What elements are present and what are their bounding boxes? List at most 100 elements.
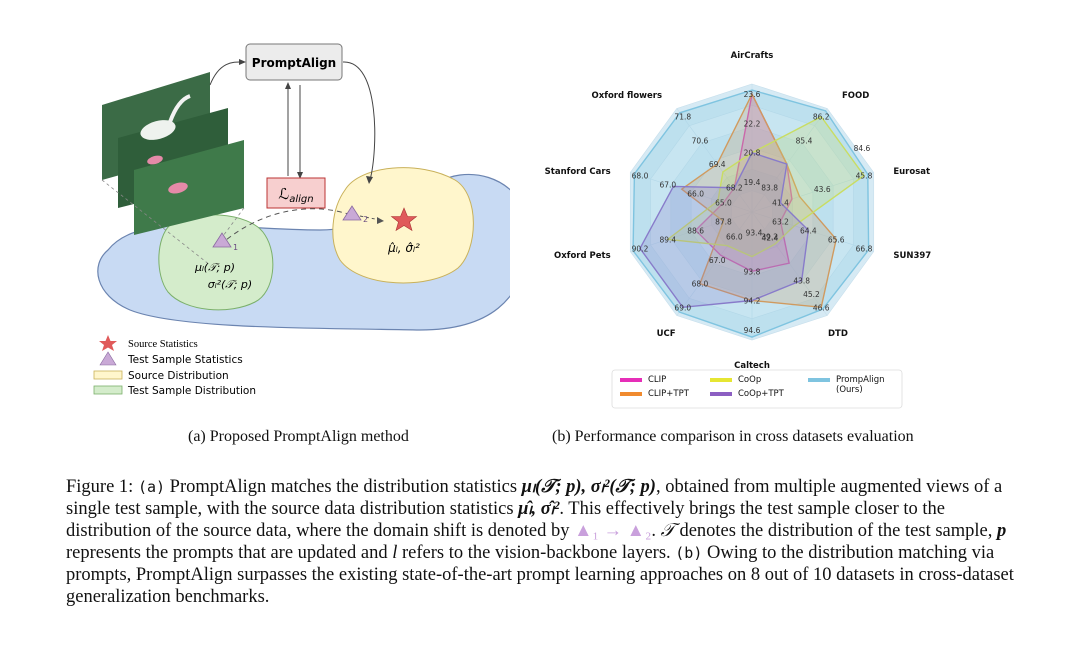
legend-label-test-stats: Test Sample Statistics [127, 354, 243, 366]
figure-label: Figure 1: [66, 477, 134, 497]
caption-seg5: denotes the distribution of the test sam… [674, 521, 997, 541]
radar-legend-swatch [620, 378, 642, 382]
radar-legend-label: PrompAlign [836, 375, 884, 385]
radar-series-prompalign [632, 89, 870, 338]
caption-seg8: Owing to the distribution matching via p… [66, 543, 1014, 607]
caption-shift: ▲₁ → ▲₂ [574, 521, 652, 541]
radar-tick-label: 66.0 [687, 190, 704, 199]
radar-tick-label: 65.6 [828, 235, 845, 244]
caption-math5: l [392, 543, 398, 563]
radar-legend-swatch [620, 392, 642, 396]
promptalign-box-label: PromptAlign [252, 56, 336, 70]
radar-tick-label: 67.0 [709, 256, 726, 265]
radar-tick-label: 87.8 [715, 217, 732, 226]
caption-seg1: PromptAlign matches the distribution sta… [165, 477, 522, 497]
radar-legend-label: (Ours) [836, 385, 863, 395]
caption-tag-a: (a) [137, 478, 166, 496]
caption-seg2: , obtained from multiple augmented views… [66, 477, 1003, 519]
radar-series-coop-tpt [639, 151, 810, 309]
radar-tick-label: 93.8 [744, 267, 761, 276]
radar-tick-label: 43.6 [814, 185, 831, 194]
figure-caption: Figure 1: (a) PromptAlign matches the di… [66, 476, 1016, 608]
radar-tick-label: 65.0 [715, 199, 732, 208]
test-stat-triangle-1 [212, 232, 232, 248]
radar-chart: 19.420.822.223.683.885.486.241.443.645.8… [545, 51, 931, 409]
radar-spoke [630, 211, 753, 252]
caption-math4: p [996, 521, 1007, 541]
radar-axis-label: Oxford Pets [554, 251, 611, 261]
test-stat-triangle-2 [342, 205, 362, 221]
radar-tick-label: 66.0 [726, 232, 743, 241]
radar-tick-label: 68.2 [726, 184, 743, 193]
radar-tick-label-extra: 42.4 [762, 234, 779, 243]
radar-axis-label: SUN397 [893, 251, 931, 261]
subcaption-b: (b) Performance comparison in cross data… [552, 428, 914, 445]
caption-tag-b: (b) [675, 544, 703, 562]
triangle-1-subscript: 1 [233, 243, 238, 252]
radar-tick-label: 20.8 [744, 149, 761, 158]
legend-label-test-dist: Test Sample Distribution [127, 385, 256, 397]
radar-axis-label: DTD [828, 329, 848, 339]
radar-tick-label-extra: 93.4 [746, 229, 763, 238]
radar-legend-swatch [808, 378, 830, 382]
radar-tick-label: 45.8 [856, 172, 873, 181]
radar-axis-label: Oxford flowers [592, 91, 663, 101]
domain-shift-path [219, 208, 349, 246]
green-rect-icon [93, 385, 123, 395]
radar-tick-label: 39.2 [761, 232, 778, 241]
radar-axis-label: Stanford Cars [545, 167, 611, 177]
radar-spoke [751, 108, 828, 213]
radar-tick-label: 68.0 [692, 280, 709, 289]
test-stats-label-sigma: σₗ²(𝒯; p) [208, 278, 252, 291]
radar-axis-label: AirCrafts [731, 51, 774, 61]
radar-tick-label: 22.2 [744, 119, 761, 128]
radar-legend-swatch [710, 392, 732, 396]
radar-tick-label: 23.6 [744, 90, 761, 99]
radar-tick-label: 94.6 [744, 326, 761, 335]
radar-series-coop [666, 115, 865, 258]
radar-tick-label: 67.0 [659, 181, 676, 190]
radar-tick-label: 41.4 [772, 199, 789, 208]
radar-tick-label: 69.0 [674, 303, 691, 312]
test-sample-distribution-region [158, 214, 274, 311]
radar-spoke [751, 172, 874, 213]
radar-legend-label: CoOp+TPT [738, 389, 785, 399]
radar-tick-label: 46.6 [813, 303, 830, 312]
radar-series-clip [694, 92, 793, 272]
loss-align-box [266, 177, 326, 209]
radar-tick-label: 85.4 [796, 136, 813, 145]
radar-axis-label: UCF [657, 329, 676, 339]
radar-legend-swatch [710, 378, 732, 382]
radar-tick-label: 70.6 [692, 136, 709, 145]
radar-tick-label: 43.8 [793, 276, 810, 285]
radar-tick-label: 94.2 [744, 297, 761, 306]
test-stats-label-mu: μₗ(𝒯; p) [194, 261, 235, 274]
radar-tick-label: 69.4 [709, 160, 726, 169]
radar-tick-label: 90.2 [632, 244, 649, 253]
triangle-2-subscript: 2 [363, 215, 368, 224]
radar-legend-label: CLIP+TPT [648, 389, 690, 399]
triangle-icon [99, 351, 117, 366]
caption-math2: μ̂ₗ, σ̂ₗ² [518, 499, 560, 519]
radar-tick-label: 86.2 [813, 113, 830, 122]
radar-tick-label: 64.4 [800, 226, 817, 235]
radar-legend-label: CoOp [738, 375, 761, 385]
source-stat-star [390, 207, 418, 232]
radar-axis-label: Eurosat [893, 167, 930, 177]
radar-tick-label: 71.8 [674, 113, 691, 122]
legend-label-source-dist: Source Distribution [128, 370, 229, 382]
radar-tick-label: 19.4 [744, 178, 761, 187]
radar-spoke [751, 211, 874, 252]
caption-seg3: . This effectively brings the test sampl… [66, 499, 946, 541]
radar-spoke [630, 172, 753, 213]
promptalign-method-diagram: PromptAlign ℒalign 1 2 μ̂ₗ, σ̂ₗ² μₗ(𝒯; p… [93, 43, 510, 397]
caption-seg6: represents the prompts that are updated … [66, 543, 393, 563]
caption-seg4: . [651, 521, 661, 541]
radar-axis-label: FOOD [842, 91, 869, 101]
radar-tick-label: 63.2 [772, 217, 789, 226]
loss-align-label: ℒalign [278, 185, 313, 205]
caption-math3: 𝒯 [660, 521, 675, 541]
radar-spoke [751, 211, 828, 316]
yellow-rect-icon [93, 370, 123, 380]
radar-spoke [676, 108, 753, 213]
